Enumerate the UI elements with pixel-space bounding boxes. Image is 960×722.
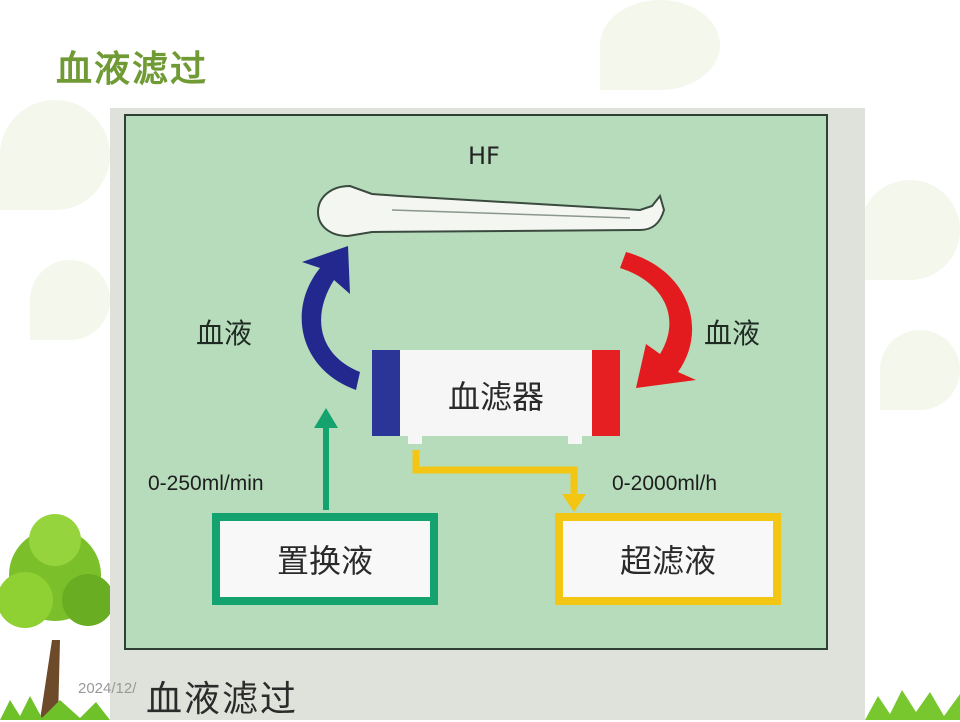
- background-leaf: [600, 0, 720, 90]
- ultrafiltrate-rate-label: 0-2000ml/h: [612, 472, 718, 495]
- filter-label: 血滤器: [447, 378, 544, 416]
- figure-caption: 血液滤过: [146, 679, 299, 720]
- slide-title: 血液滤过: [56, 49, 209, 90]
- hf-label: HF: [468, 142, 500, 170]
- filter-inlet-cap: [372, 350, 400, 436]
- ultrafiltrate-arrow: [412, 450, 578, 496]
- background-leaf: [880, 330, 960, 410]
- venous-return-arrow: [301, 246, 360, 390]
- background-leaf: [860, 180, 960, 280]
- hemofilter: 血滤器: [372, 350, 620, 444]
- arterial-outflow-arrow: [620, 252, 696, 388]
- right-blood-label: 血液: [704, 317, 761, 350]
- background-leaf: [30, 260, 110, 340]
- replacement-fluid-box: 置换液: [212, 513, 438, 605]
- filter-port: [568, 432, 582, 444]
- filter-port: [408, 432, 422, 444]
- replacement-rate-label: 0-250ml/min: [148, 472, 264, 495]
- ultrafiltrate-box: 超滤液: [555, 513, 781, 605]
- filter-outlet-cap: [592, 350, 620, 436]
- patient-body-icon: [316, 184, 666, 238]
- left-blood-label: 血液: [196, 317, 253, 350]
- background-leaf: [0, 100, 110, 210]
- slide-date: 2024/12/: [78, 680, 137, 697]
